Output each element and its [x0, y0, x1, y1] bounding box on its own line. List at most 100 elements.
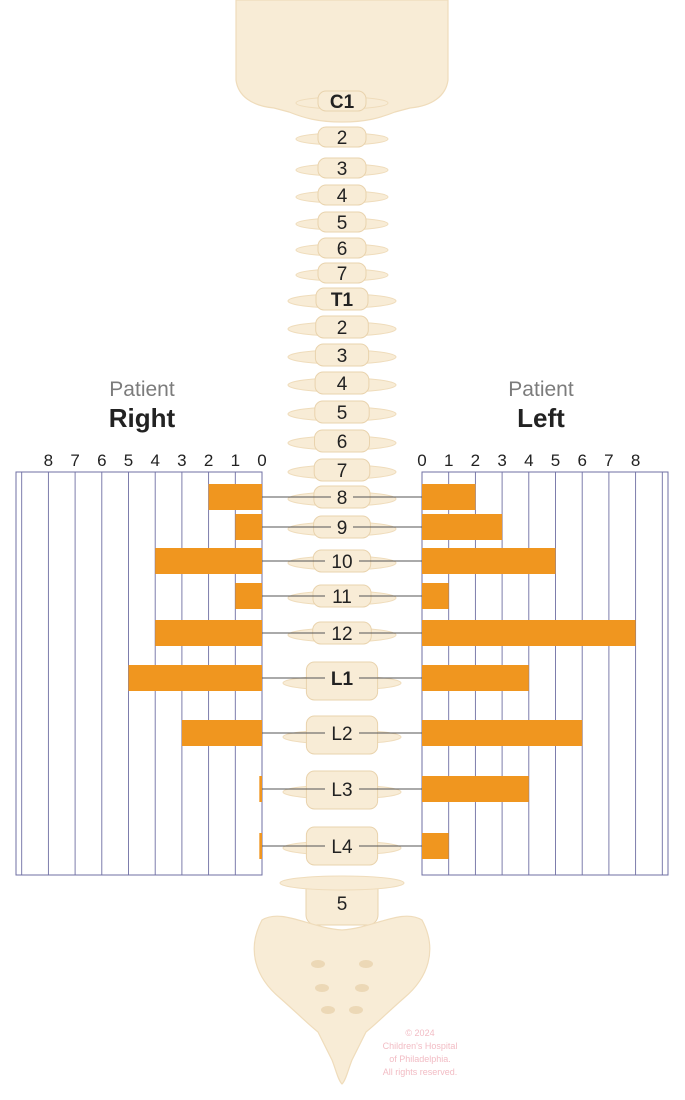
left-axis-tick: 8 [631, 451, 640, 470]
vertebra-label: 4 [337, 374, 348, 395]
left-axis-tick: 0 [417, 451, 426, 470]
right-axis-tick: 3 [177, 451, 186, 470]
label-backdrop [325, 779, 359, 799]
right-bar-L4 [259, 833, 262, 859]
vertebra-label: 8 [337, 488, 348, 509]
vertebra [295, 90, 389, 112]
right-axis-tick: 4 [150, 451, 159, 470]
right-bar-10 [155, 548, 262, 574]
vertebra [287, 400, 397, 424]
right-axis-tick: 0 [257, 451, 266, 470]
vertebra-label: 5 [337, 213, 348, 234]
vertebra-label: L4 [331, 837, 353, 858]
copyright-line-3: of Philadelphia. [389, 1054, 451, 1064]
right-axis-tick: 2 [204, 451, 213, 470]
vertebral-body [317, 262, 367, 284]
label-backdrop [331, 517, 353, 537]
right-axis-tick: 1 [231, 451, 240, 470]
sacral-foramen [315, 984, 329, 992]
vertebra-label: 10 [331, 552, 352, 573]
left-bar-L1 [422, 665, 529, 691]
vertebra-label: 6 [337, 239, 348, 260]
right-axis-tick: 8 [44, 451, 53, 470]
connector-lines [262, 487, 422, 856]
left-axis-tick: 7 [604, 451, 613, 470]
left-panel-caption: Patient [508, 378, 574, 401]
vertebral-body [317, 157, 367, 179]
vertebra-label: 4 [337, 186, 348, 207]
left-bar-10 [422, 548, 556, 574]
vertebra [295, 237, 389, 259]
right-bar-11 [235, 583, 262, 609]
vertebral-body [315, 287, 369, 311]
right-bar-L2 [181, 720, 262, 746]
left-bar-9 [422, 514, 503, 540]
left-bar-L4 [422, 833, 449, 859]
vertebra-label: 7 [337, 461, 348, 482]
skull-base [235, 0, 449, 123]
sacrum [253, 915, 431, 1085]
left-bar-L2 [422, 720, 583, 746]
right-bar-12 [155, 620, 262, 646]
left-bar-L3 [422, 776, 529, 802]
vertebra [287, 458, 397, 482]
vertebral-body [314, 400, 370, 424]
label-backdrop [325, 623, 359, 643]
left-axis-tick: 4 [524, 451, 533, 470]
vertebra-label: 3 [337, 346, 348, 367]
vertebral-body [315, 315, 369, 339]
right-panel-title: Right [109, 403, 176, 433]
left-axis-tick: 1 [444, 451, 453, 470]
vertebra-label: L2 [331, 724, 352, 745]
label-backdrop [325, 668, 359, 688]
right-axis-tick: 5 [124, 451, 133, 470]
right-panel-caption: Patient [109, 378, 175, 401]
vertebra [295, 211, 389, 233]
vertebra-label: 12 [331, 624, 352, 645]
right-axis-tick: 6 [97, 451, 106, 470]
vertebral-body [314, 343, 370, 367]
vertebral-body [314, 429, 370, 453]
vertebra-label: 5 [337, 894, 348, 915]
right-bar-L1 [128, 665, 262, 691]
vertebra [295, 184, 389, 206]
copyright-line-2: Children's Hospital [383, 1041, 458, 1051]
left-bar-11 [422, 583, 449, 609]
vertebra-label: C1 [330, 92, 355, 113]
vertebra-label: L1 [331, 669, 354, 690]
transverse-process-l5 [279, 875, 405, 891]
left-panel-title: Left [517, 403, 565, 433]
vertebra-label: T1 [331, 290, 354, 311]
bar-marks [128, 484, 636, 859]
vertebra [287, 429, 397, 453]
copyright-line-4: All rights reserved. [383, 1067, 458, 1077]
right-bar-9 [235, 514, 262, 540]
label-backdrop [325, 551, 359, 571]
vertebra-label: 11 [332, 587, 352, 608]
vertebra-label: 9 [337, 518, 348, 539]
sacral-foramen [349, 1006, 363, 1014]
left-axis-tick: 5 [551, 451, 560, 470]
vertebra [295, 157, 389, 179]
vertebral-body [317, 237, 367, 259]
label-backdrop [331, 487, 353, 507]
vertebra [287, 343, 397, 367]
right-bar-8 [208, 484, 262, 510]
sacral-foramen [359, 960, 373, 968]
label-backdrop [325, 836, 359, 856]
sacral-foramen [311, 960, 325, 968]
vertebra-label: 2 [337, 128, 348, 149]
vertebra-label: 3 [337, 159, 348, 180]
vertebral-body [317, 211, 367, 233]
vertebra-label: 6 [337, 432, 348, 453]
label-backdrop [325, 586, 359, 606]
vertebra [295, 126, 389, 148]
vertebra-label: 5 [337, 403, 348, 424]
left-axis-tick: 2 [471, 451, 480, 470]
vertebra [295, 262, 389, 284]
vertebra [287, 371, 397, 395]
sacral-foramen [355, 984, 369, 992]
